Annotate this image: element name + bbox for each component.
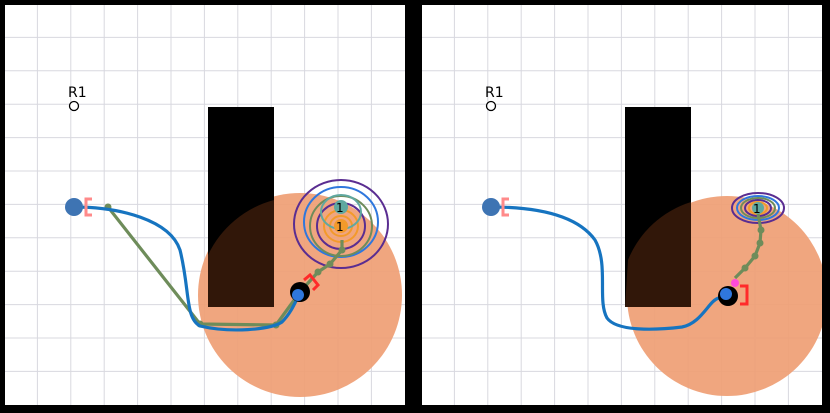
left-robot-core bbox=[292, 289, 304, 301]
left-goal-label-2: 1 bbox=[336, 220, 344, 234]
left-r1-label: R1 bbox=[68, 85, 87, 101]
right-canvas: R1 1 bbox=[417, 0, 828, 411]
left-robot-bracket bbox=[303, 272, 321, 292]
right-obstacle-overlap bbox=[625, 202, 691, 307]
left-goal-marker-1 bbox=[334, 200, 348, 214]
left-obstacle-overlap bbox=[208, 200, 274, 307]
left-goal-contours bbox=[293, 179, 389, 269]
right-frame bbox=[417, 0, 828, 411]
right-reference-waypoints bbox=[741, 226, 765, 272]
right-planned-path bbox=[490, 205, 720, 331]
left-start-bracket bbox=[84, 197, 92, 217]
left-goal-marker-2 bbox=[334, 219, 348, 233]
left-goal-label-1: 1 bbox=[336, 201, 344, 215]
right-r1-marker bbox=[485, 100, 497, 112]
left-planned-path bbox=[73, 205, 303, 332]
right-robot-core bbox=[720, 288, 732, 300]
left-panel: R1 1 1 bbox=[0, 0, 413, 413]
left-frame bbox=[0, 0, 411, 411]
left-r1-marker bbox=[68, 100, 80, 112]
right-goal-label-1: 1 bbox=[753, 202, 761, 216]
right-magenta-point bbox=[731, 279, 739, 287]
left-canvas: R1 1 1 bbox=[0, 0, 411, 411]
right-robot-start bbox=[482, 198, 500, 216]
right-panel: R1 1 bbox=[417, 0, 830, 413]
right-goal-marker-1 bbox=[752, 202, 764, 214]
right-robot-bracket bbox=[740, 284, 749, 306]
left-robot-start bbox=[65, 198, 83, 216]
right-start-bracket bbox=[501, 197, 509, 217]
right-r1-label: R1 bbox=[485, 85, 504, 101]
